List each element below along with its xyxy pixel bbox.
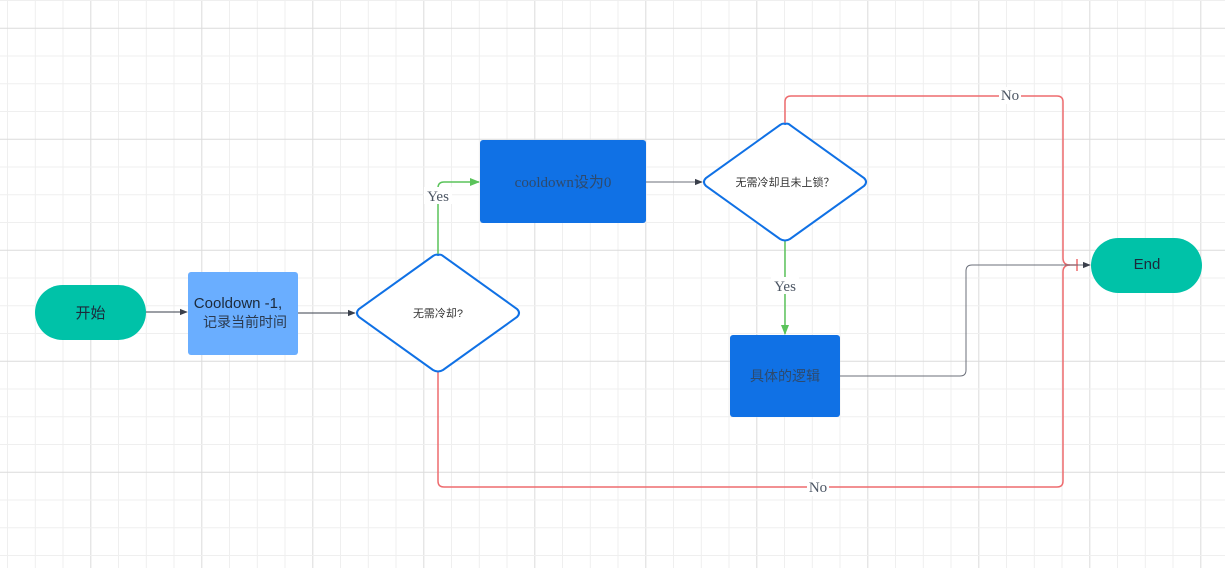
edge-logic-to-end[interactable] (840, 261, 1091, 377)
edge-label-decision1-yes: Yes (427, 189, 449, 205)
edge-label-decision1-no: No (809, 480, 827, 496)
node-cooldown-step[interactable]: Cooldown -1, 记录当前时间 (188, 272, 298, 355)
node-set-zero[interactable]: cooldown设为0 (480, 140, 646, 223)
node-logic-label: 具体的逻辑 (750, 368, 820, 384)
node-decision-1[interactable]: 无需冷却? (356, 253, 520, 373)
node-logic[interactable]: 具体的逻辑 (730, 335, 840, 417)
node-decision-2[interactable]: 无需冷却且未上锁？ (703, 122, 867, 242)
edge-decision1-no[interactable] (437, 264, 1078, 488)
node-start[interactable]: 开始 (35, 285, 146, 340)
edge-label-decision2-no: No (1001, 88, 1019, 104)
edges (146, 95, 1091, 488)
edge-label-decision2-yes: Yes (774, 279, 796, 295)
edge-labels: Yes Yes No No (424, 87, 1021, 496)
node-cooldown-line1: Cooldown -1, (194, 295, 282, 312)
edge-decision2-no[interactable] (784, 95, 1071, 266)
node-end-label: End (1134, 256, 1161, 273)
node-decision-1-label: 无需冷却? (413, 307, 463, 320)
node-decision-2-label: 无需冷却且未上锁？ (736, 175, 835, 189)
node-cooldown-line2: 记录当前时间 (203, 314, 287, 330)
node-end[interactable]: End (1091, 238, 1202, 293)
node-start-label: 开始 (75, 305, 105, 322)
node-set-zero-label: cooldown设为0 (515, 174, 612, 191)
